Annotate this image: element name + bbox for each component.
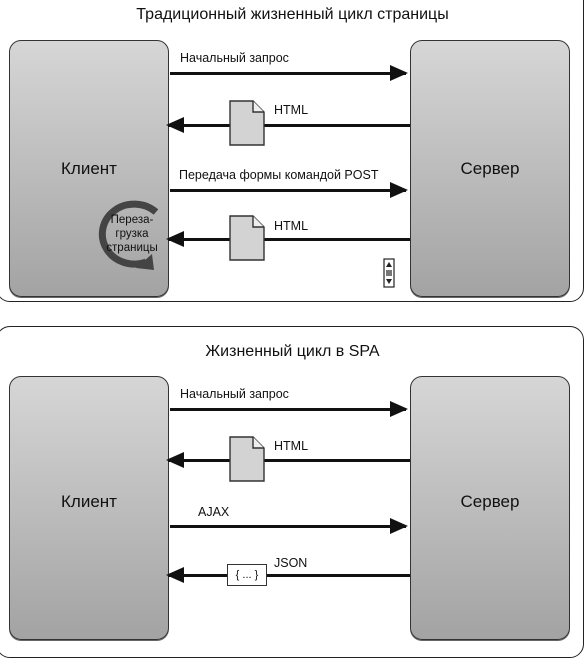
traditional-panel-frame (0, 0, 584, 302)
traditional-client-box: Клиент (9, 40, 169, 297)
traditional-post-arrow (170, 182, 408, 198)
spa-initial-request-arrow (170, 401, 408, 417)
spa-initial-request-label: Начальный запрос (180, 387, 289, 401)
spa-ajax-arrow (170, 518, 408, 534)
traditional-html-label-2: HTML (274, 219, 309, 233)
spa-json-label: JSON (274, 556, 308, 570)
traditional-initial-request-label: Начальный запрос (180, 51, 289, 65)
traditional-html-response-arrow-2 (166, 231, 410, 247)
reload-icon (98, 200, 159, 270)
spa-ajax-label: AJAX (198, 505, 230, 519)
traditional-html-label-1: HTML (274, 103, 309, 117)
spa-json-response-arrow (166, 567, 410, 583)
page-reload-line-3: страницы (106, 242, 158, 254)
spa-html-response-arrow (166, 452, 410, 468)
traditional-server-label: Сервер (460, 159, 520, 178)
spa-title: Жизненный цикл в SPA (205, 343, 380, 360)
page-reload-line-1: Переза- (110, 214, 154, 226)
spa-html-label: HTML (274, 439, 309, 453)
json-payload-icon: { ... } (227, 564, 267, 586)
document-icon (229, 100, 265, 146)
scroll-widget-icon (383, 258, 395, 288)
traditional-html-response-arrow-1 (166, 117, 410, 133)
traditional-initial-request-arrow (170, 65, 408, 81)
document-icon (229, 436, 265, 482)
spa-client-label: Клиент (61, 492, 117, 511)
document-icon (229, 215, 265, 261)
traditional-post-label: Передача формы командой POST (179, 168, 379, 182)
spa-server-box: Сервер (410, 376, 570, 640)
spa-server-label: Сервер (460, 492, 520, 511)
page-reload-label: Переза- грузка страницы (92, 213, 172, 255)
traditional-title: Традиционный жизненный цикл страницы (136, 6, 449, 23)
page-reload-line-2: грузка (115, 228, 149, 240)
traditional-server-box: Сервер (410, 40, 570, 297)
spa-client-box: Клиент (9, 376, 169, 640)
traditional-client-label: Клиент (61, 159, 117, 178)
